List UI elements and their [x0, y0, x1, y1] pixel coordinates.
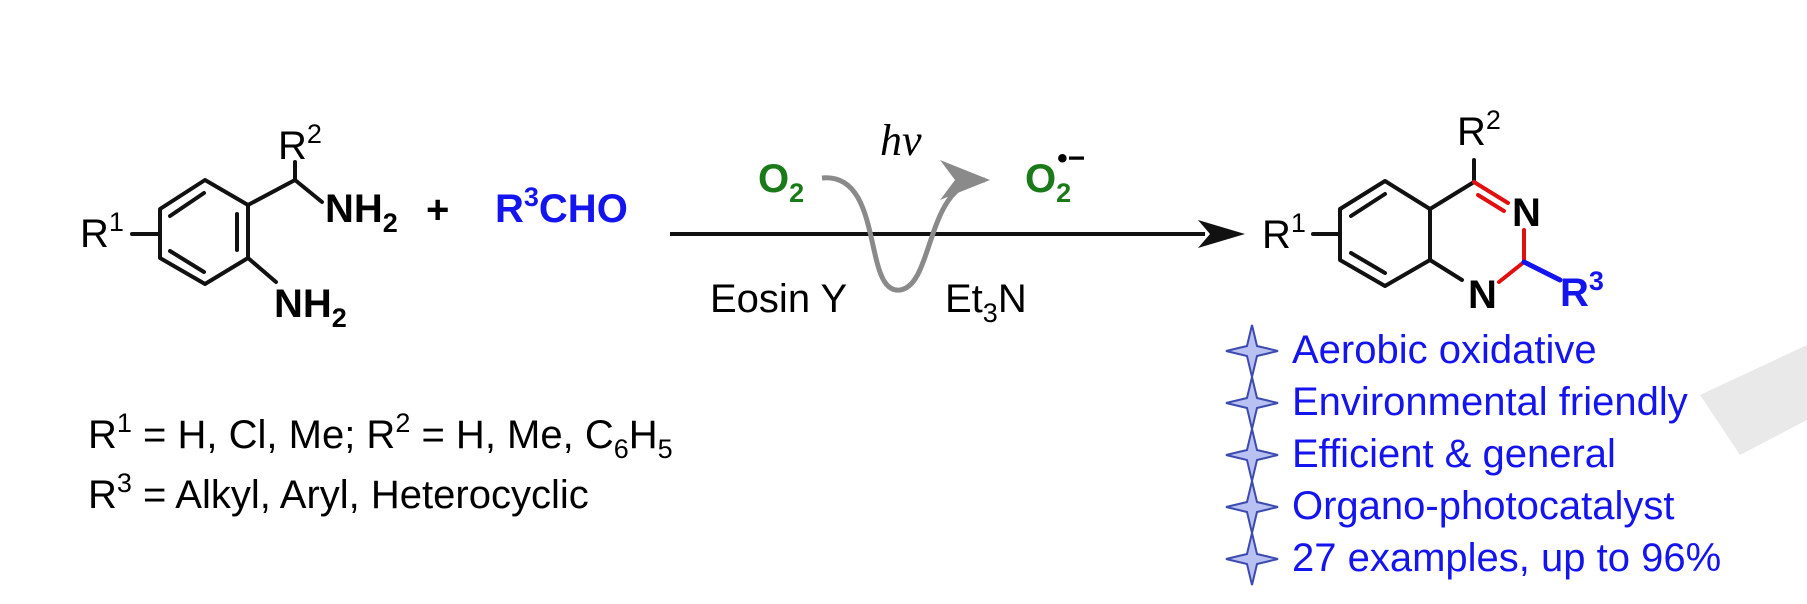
amine-r1-label: R1 — [80, 207, 124, 256]
feature-item: Aerobic oxidative — [1225, 324, 1597, 378]
reaction-arrow — [670, 220, 1245, 248]
feature-text: Organo-photocatalyst — [1292, 484, 1674, 528]
reactant-amine-structure: R2 R1 NH2 NH2 — [80, 119, 398, 333]
base-label: Et3N — [945, 277, 1027, 328]
plus-sign: + — [426, 188, 449, 232]
four-point-star-icon — [1225, 532, 1279, 586]
substituents-line-2: R3 = Alkyl, Aryl, Heterocyclic — [88, 468, 589, 517]
product-r3-label: R3 — [1560, 266, 1604, 315]
catalyst-label: Eosin Y — [710, 277, 847, 321]
light-label: hν — [880, 116, 922, 165]
product-n3-label: N — [1512, 191, 1541, 235]
substituents-line-1: R1 = H, Cl, Me; R2 = H, Me, C6H5 — [88, 408, 673, 464]
product-quinazoline-structure: R2 R1 N N R3 — [1262, 105, 1604, 317]
feature-item: Environmental friendly — [1225, 376, 1688, 430]
feature-text: Efficient & general — [1292, 432, 1616, 476]
superoxide-label: O2•− — [1025, 142, 1085, 208]
four-point-star-icon — [1225, 480, 1279, 534]
amine-r2-label: R2 — [278, 119, 322, 168]
feature-text: 27 examples, up to 96% — [1292, 536, 1721, 580]
product-r2-label: R2 — [1457, 105, 1501, 154]
oxygen-cycle-arc — [821, 160, 990, 293]
watermark-stripe — [1700, 345, 1807, 455]
product-n1-label: N — [1468, 273, 1497, 317]
feature-text: Aerobic oxidative — [1292, 328, 1597, 372]
feature-text: Environmental friendly — [1292, 380, 1688, 424]
amine-nh2-top-label: NH2 — [325, 187, 398, 238]
feature-item: 27 examples, up to 96% — [1225, 532, 1721, 586]
four-point-star-icon — [1225, 428, 1279, 482]
product-r1-label: R1 — [1262, 208, 1306, 257]
four-point-star-icon — [1225, 376, 1279, 430]
feature-item: Organo-photocatalyst — [1225, 480, 1674, 534]
amine-nh2-bottom-label: NH2 — [274, 282, 347, 333]
feature-item: Efficient & general — [1225, 428, 1616, 482]
aldehyde-label: R3CHO — [495, 182, 628, 231]
oxygen-label: O2 — [758, 157, 804, 208]
four-point-star-icon — [1225, 324, 1279, 378]
